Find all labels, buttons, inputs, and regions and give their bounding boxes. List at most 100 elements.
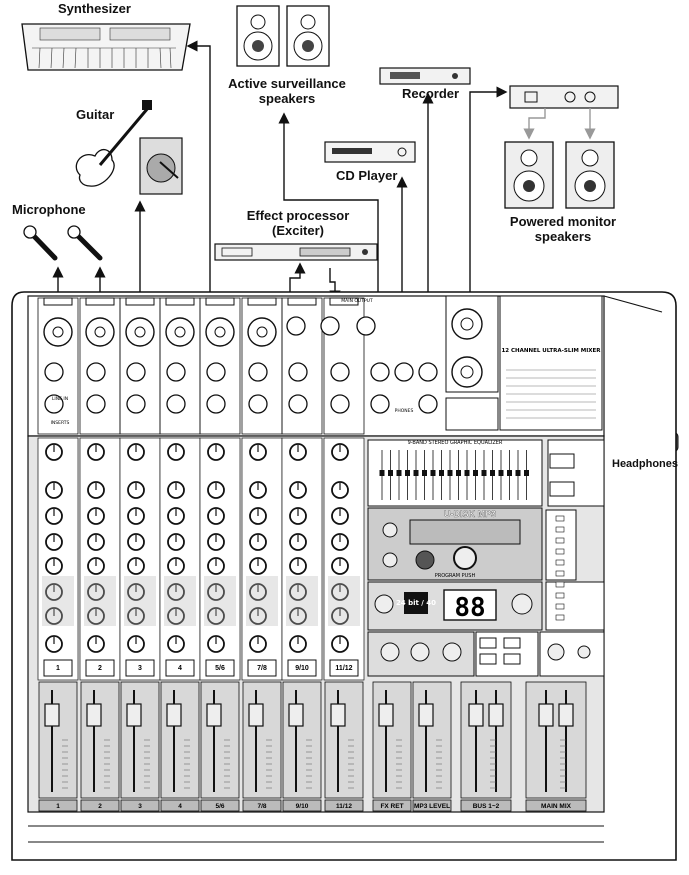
strip-label: 2 — [98, 803, 102, 810]
effect-processor-label: Effect processor (Exciter) — [240, 208, 356, 238]
powered-monitor-speakers-device — [504, 141, 615, 209]
strip-label: BUS 1~2 — [473, 803, 500, 810]
main-output-label: MAIN OUTPUT — [341, 298, 373, 304]
strip-label: 7/8 — [257, 803, 266, 810]
eq-cap — [379, 470, 385, 476]
channel-number-box — [287, 659, 317, 677]
strip-label: FX RET — [380, 803, 403, 810]
eq-cap — [490, 470, 495, 476]
fader-strip — [324, 681, 364, 799]
eq-cap — [473, 470, 478, 476]
cd-player-label: CD Player — [336, 168, 398, 183]
strip-label-box — [160, 799, 200, 812]
led — [555, 581, 565, 588]
headphones-label: Headphones — [612, 458, 679, 470]
program-label: PROGRAM PUSH — [435, 573, 476, 579]
effect-badge: 24 bit / 40 — [396, 599, 436, 607]
fader-cap — [206, 703, 222, 727]
eq-cap — [498, 470, 504, 476]
input-tab — [43, 297, 73, 306]
effect-processor-label-line1: Effect processor — [246, 208, 350, 223]
input-tab — [165, 297, 195, 306]
channel-knobs — [37, 437, 365, 681]
fader-cap — [378, 703, 394, 727]
channel-number-box — [43, 659, 73, 677]
eq-cap — [388, 470, 393, 476]
eq-cap — [456, 470, 461, 476]
display-brand: U-DISK MP3 — [444, 509, 496, 519]
recorder-label: Recorder — [402, 86, 460, 101]
eq-cap — [515, 470, 521, 476]
channel-number: 4 — [178, 665, 182, 672]
effects-panel — [367, 515, 605, 631]
microphone-label: Microphone — [12, 202, 86, 217]
jack — [418, 394, 438, 414]
guitar-device — [75, 100, 152, 187]
strip-label-box — [120, 799, 160, 812]
fader-cap — [558, 703, 574, 727]
eq-cap — [447, 470, 453, 476]
fader-cap — [330, 703, 346, 727]
channel-number: 1 — [56, 665, 60, 672]
powered-monitor-label-line2: speakers — [534, 229, 592, 244]
jack — [286, 316, 306, 336]
insert-jack — [248, 394, 268, 414]
strip-label-box — [412, 799, 452, 812]
fader-strip — [120, 681, 160, 799]
line-jack — [86, 362, 106, 382]
fader-strip — [372, 681, 412, 799]
fader-cap — [44, 703, 60, 727]
digit-readout: 88 — [454, 593, 485, 623]
insert-jack — [166, 394, 186, 414]
line-jack — [44, 362, 64, 382]
aux-shade — [204, 576, 236, 626]
strip-label: 11/12 — [336, 803, 352, 810]
fader-strip — [160, 681, 200, 799]
input-tab — [125, 297, 155, 306]
line-jack — [248, 362, 268, 382]
strip-label: 5/6 — [215, 803, 224, 810]
channel-number-box — [85, 659, 115, 677]
fader-strip — [38, 681, 78, 799]
guitar-amp-device — [139, 137, 183, 195]
strip-label-box — [372, 799, 412, 812]
jack — [370, 362, 390, 382]
insert-jack — [44, 394, 64, 414]
fader-strip — [525, 681, 587, 799]
strip-label-box — [200, 799, 240, 812]
fader-cap — [288, 703, 304, 727]
strip-label-box — [460, 799, 512, 812]
channel-number-box — [165, 659, 195, 677]
eq-cap — [396, 470, 402, 476]
eq-cap — [507, 470, 512, 476]
guitar-label: Guitar — [76, 107, 115, 122]
eq-cap — [422, 470, 427, 476]
fader-strip — [460, 681, 512, 799]
led — [555, 548, 565, 555]
fader-cap — [488, 703, 504, 727]
channel-number: 2 — [98, 665, 102, 672]
eq-cap — [413, 470, 419, 476]
strip-label: 1 — [56, 803, 60, 810]
line-jack — [330, 362, 350, 382]
channel-number: 5/6 — [215, 665, 225, 672]
led — [555, 592, 565, 599]
input-tab — [329, 297, 359, 306]
led — [555, 570, 565, 577]
fader-cap — [86, 703, 102, 727]
microphones-device — [23, 225, 103, 261]
input-tab — [205, 297, 235, 306]
eq-cap — [430, 470, 436, 476]
fader-cap — [468, 703, 484, 727]
fader-strip — [200, 681, 240, 799]
input-tab — [85, 297, 115, 306]
main-output-panel — [445, 295, 603, 431]
jack — [370, 394, 390, 414]
fader-strip — [282, 681, 322, 799]
channel-number: 7/8 — [257, 665, 267, 672]
fader-strip — [412, 681, 452, 799]
active-speakers-device — [236, 5, 330, 67]
aux-shade — [328, 576, 360, 626]
xlr-jack-center — [214, 326, 226, 338]
strip-label: MP3 LEVEL — [414, 803, 450, 810]
